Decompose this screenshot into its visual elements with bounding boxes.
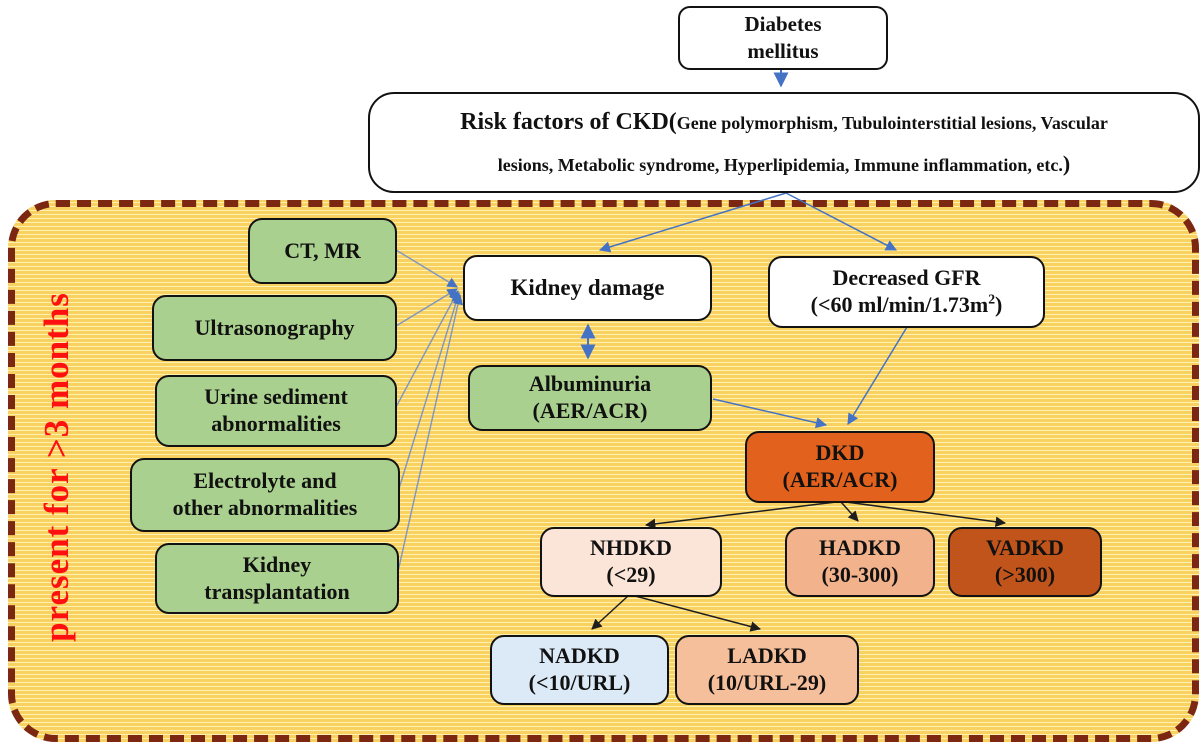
risk-detail-line1: Gene polymorphism, Tubulointerstitial le… xyxy=(676,113,1108,134)
node-vadkd: VADKD (>300) xyxy=(948,527,1102,597)
node-nhdkd: NHDKD (<29) xyxy=(540,527,722,597)
node-ladkd: LADKD (10/URL-29) xyxy=(675,635,859,705)
node-label: Urine sediment xyxy=(204,384,348,410)
node-label: Diabetes xyxy=(744,11,822,36)
node-label: other abnormalities xyxy=(172,495,358,520)
node-kidney-damage: Kidney damage xyxy=(463,255,712,321)
node-dkd: DKD (AER/ACR) xyxy=(745,431,935,503)
node-label: (<10/URL) xyxy=(528,670,631,695)
node-risk-factors-ckd: Risk factors of CKD(Gene polymorphism, T… xyxy=(368,92,1200,193)
node-label: VADKD xyxy=(986,535,1064,561)
node-label: NHDKD xyxy=(590,535,672,561)
node-label: LADKD xyxy=(727,643,807,669)
node-label: Decreased GFR xyxy=(832,265,981,291)
risk-title: Risk factors of CKD( xyxy=(460,109,677,136)
node-ct-mr: CT, MR xyxy=(248,218,397,284)
node-label: transplantation xyxy=(204,578,350,604)
node-label: abnormalities xyxy=(211,411,341,436)
node-label: (>300) xyxy=(994,562,1056,587)
node-label: (AER/ACR) xyxy=(532,398,648,423)
node-label: (30-300) xyxy=(821,562,899,587)
node-label: HADKD xyxy=(819,535,901,561)
node-nadkd: NADKD (<10/URL) xyxy=(490,635,669,705)
node-label: mellitus xyxy=(747,39,819,63)
node-hadkd: HADKD (30-300) xyxy=(785,527,935,597)
node-label: (10/URL-29) xyxy=(707,670,827,695)
node-label: (<60 ml/min/1.73m2) xyxy=(810,291,1003,317)
duration-label: present for >3 months xyxy=(37,292,76,642)
node-kidney-transplantation: Kidney transplantation xyxy=(155,543,399,614)
node-decreased-gfr: Decreased GFR (<60 ml/min/1.73m2) xyxy=(768,256,1045,328)
node-urine-sediment-abnormalities: Urine sediment abnormalities xyxy=(155,375,397,447)
node-ultrasonography: Ultrasonography xyxy=(152,295,397,361)
risk-close-paren: ) xyxy=(1062,151,1071,177)
node-label: Albuminuria xyxy=(528,371,652,397)
node-label: DKD xyxy=(815,440,865,466)
risk-detail-line2: lesions, Metabolic syndrome, Hyperlipide… xyxy=(497,155,1063,176)
node-electrolyte-other-abnormalities: Electrolyte and other abnormalities xyxy=(130,458,400,532)
node-label: NADKD xyxy=(539,643,620,669)
node-label: Ultrasonography xyxy=(194,314,355,340)
node-albuminuria: Albuminuria (AER/ACR) xyxy=(468,365,712,431)
node-label: (AER/ACR) xyxy=(782,467,898,492)
node-label: Kidney xyxy=(242,551,312,577)
node-diabetes-mellitus: Diabetes mellitus xyxy=(678,6,888,70)
node-label: CT, MR xyxy=(284,237,361,263)
node-label: Electrolyte and xyxy=(193,468,337,494)
node-label: Kidney damage xyxy=(510,274,665,300)
node-label: (<29) xyxy=(606,562,656,587)
